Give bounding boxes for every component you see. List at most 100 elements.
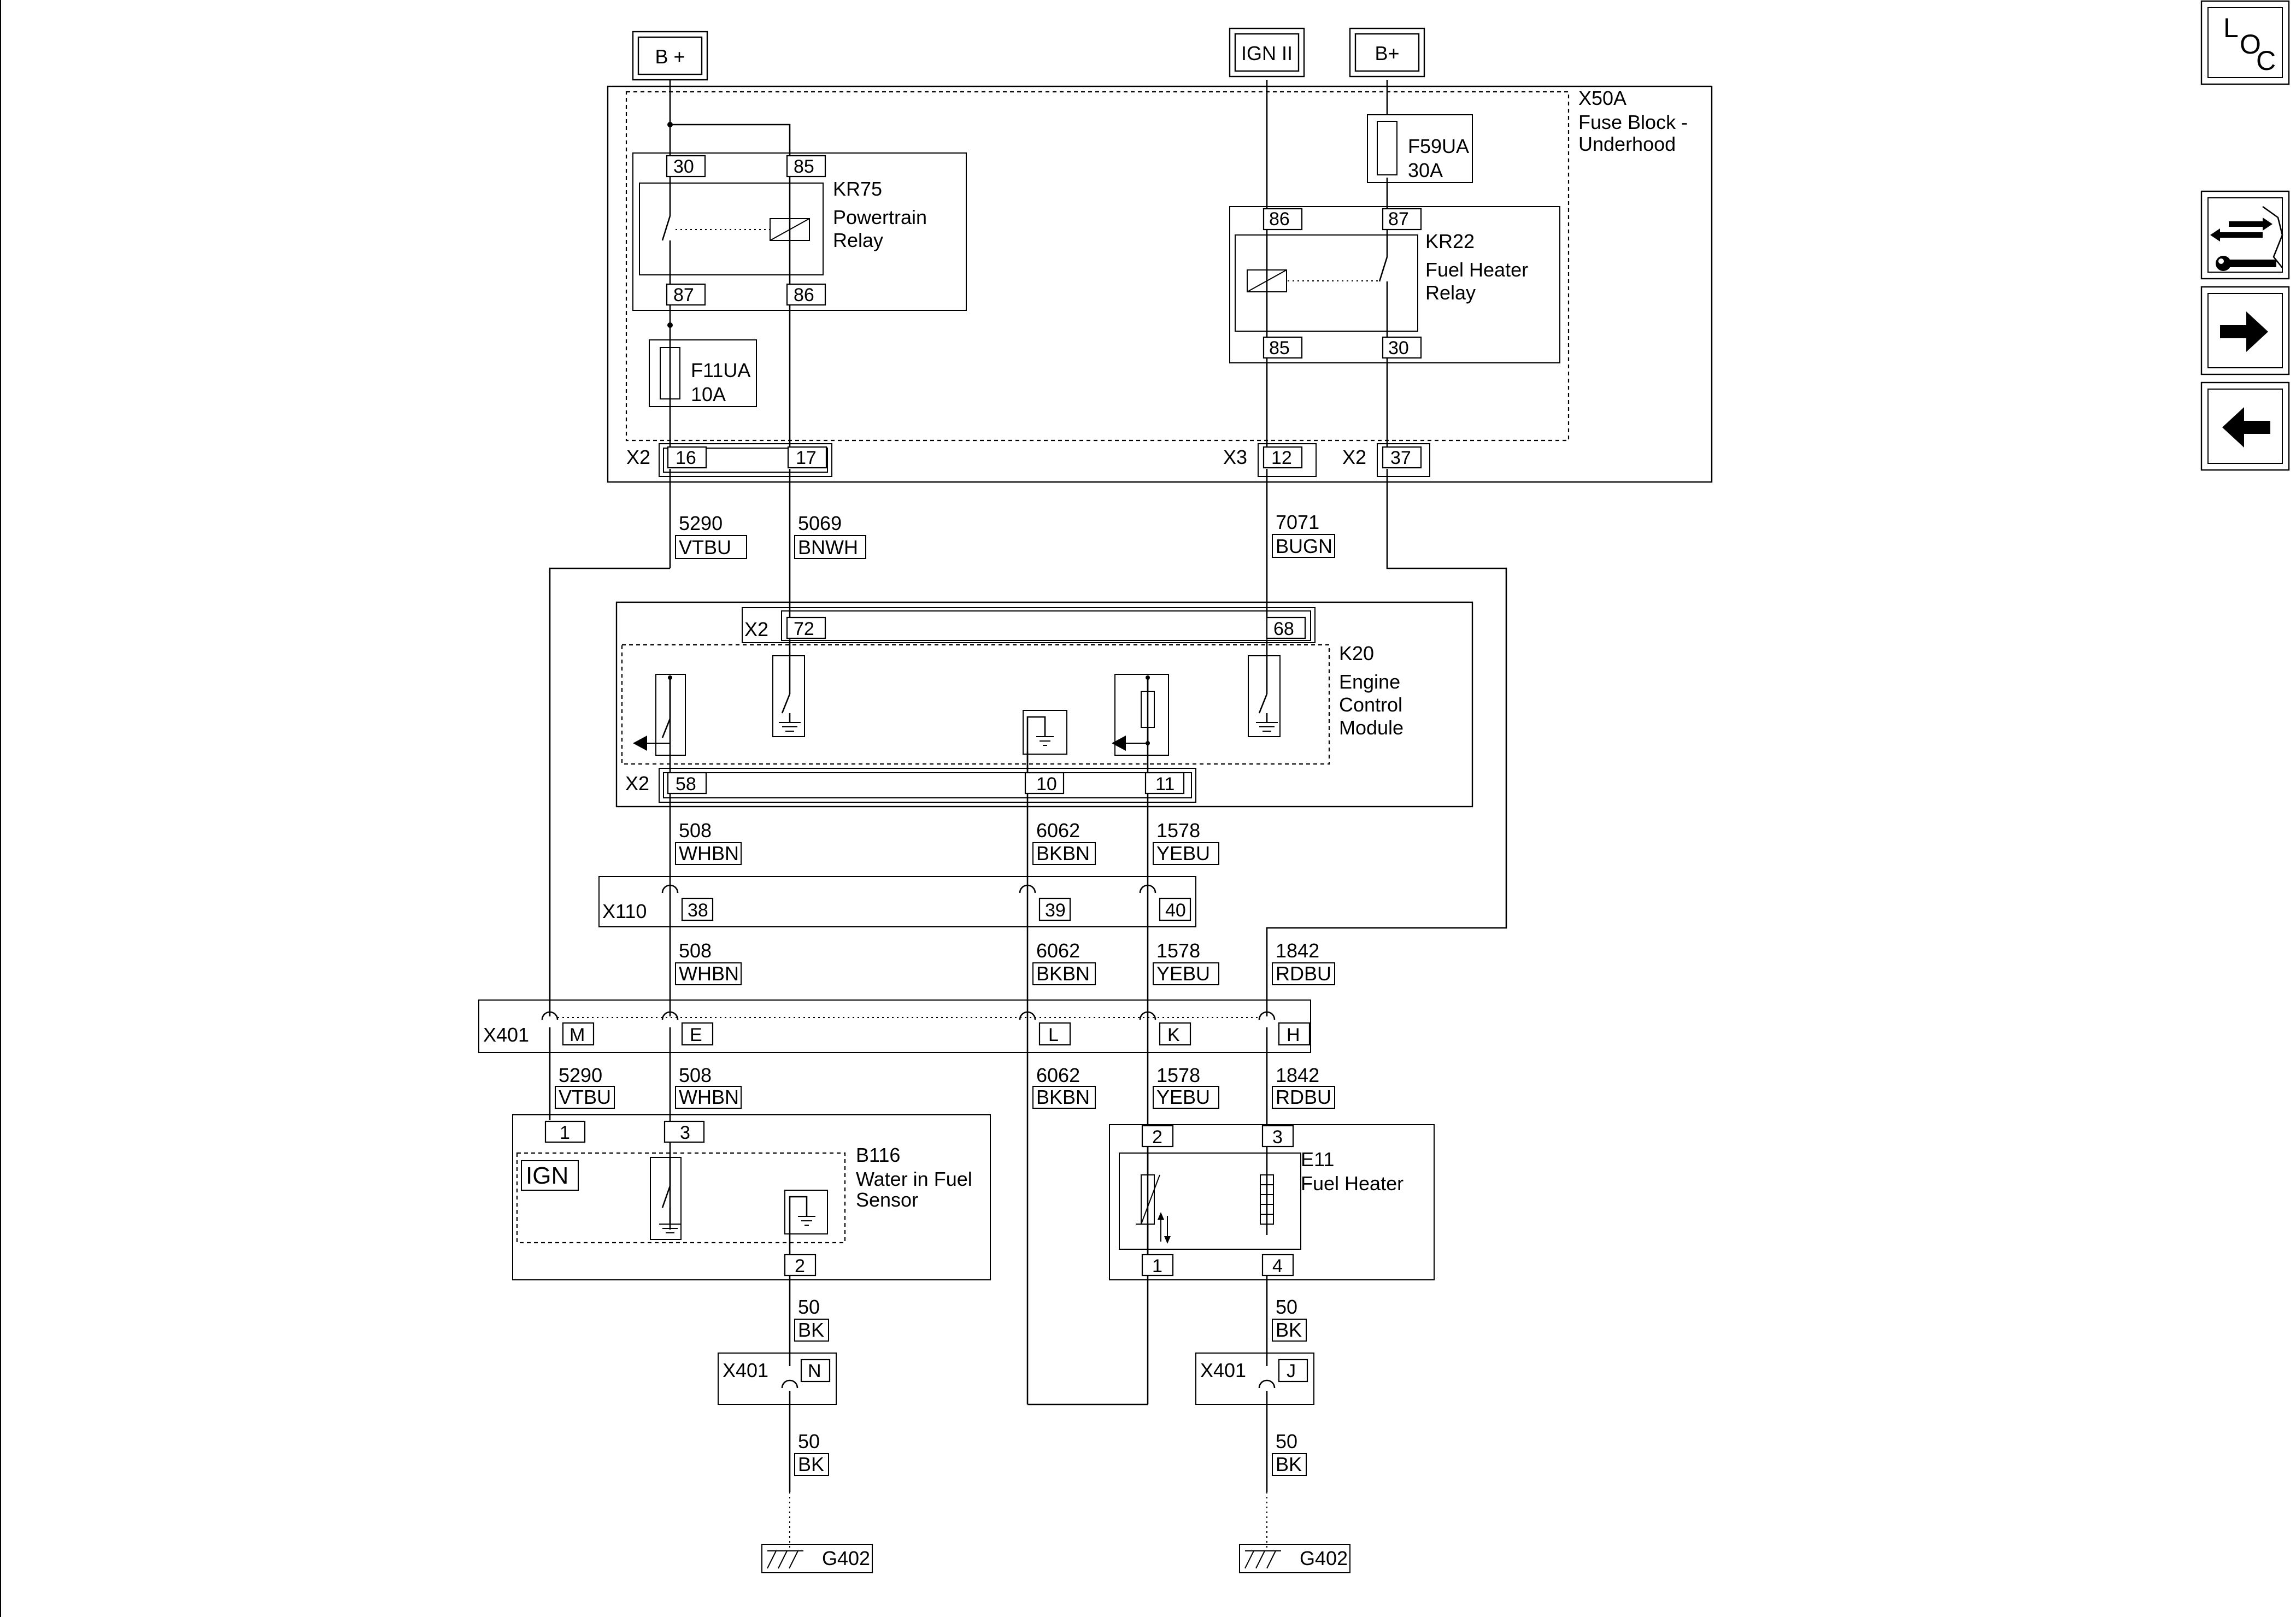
ecm-pin-58: 58 [676, 774, 696, 795]
kr75-pin-85: 85 [794, 156, 814, 177]
ecm-pin-10: 10 [1036, 774, 1057, 795]
svg-text:1578: 1578 [1156, 1064, 1200, 1086]
x50a-pin-16: 16 [676, 448, 696, 468]
ground-g402-left: G402 [761, 1544, 873, 1573]
fuse-block-name-2: Underhood [1578, 133, 1676, 155]
wire-label-1578-c: 1578 YEBU [1153, 1064, 1219, 1109]
svg-text:VTBU: VTBU [679, 536, 731, 558]
svg-text:WHBN: WHBN [679, 1086, 739, 1108]
kr75-id: KR75 [833, 178, 882, 200]
svg-text:5069: 5069 [798, 512, 842, 534]
ecm-pin-11: 11 [1155, 774, 1175, 795]
connector-x401-n: X401 N [718, 1353, 837, 1405]
svg-text:BK: BK [798, 1319, 824, 1341]
x401-n-id: X401 [723, 1359, 768, 1381]
wire-label-508-b: 508 WHBN [675, 939, 742, 985]
svg-text:BKBN: BKBN [1036, 1086, 1090, 1108]
next-page-button[interactable] [2200, 286, 2290, 375]
kr75-pin-30: 30 [673, 156, 694, 177]
e11-thermistor-icon [1136, 1174, 1171, 1255]
bplus-left-label: B + [655, 45, 685, 68]
power-source-bplus-right: B+ [1349, 27, 1425, 78]
svg-text:1578: 1578 [1156, 819, 1200, 842]
ground-left-label: G402 [822, 1547, 870, 1569]
svg-text:508: 508 [679, 1064, 712, 1086]
wire-label-50-right-b: 50 BK [1272, 1430, 1307, 1476]
x50a-conn-left-label: X2 [626, 446, 650, 468]
svg-text:508: 508 [679, 819, 712, 842]
x50a-conn-mid-label: X3 [1223, 446, 1247, 468]
e11-id: E11 [1301, 1148, 1334, 1171]
x50a-pin-12: 12 [1271, 448, 1292, 468]
wire-label-1842-b: 1842 RDBU [1272, 1064, 1335, 1109]
e11-name-1: Fuel Heater [1301, 1172, 1404, 1195]
x401-n-pin: N [808, 1361, 821, 1381]
wire-label-1842-a: 1842 RDBU [1272, 939, 1335, 985]
wire-label-6062-a: 6062 BKBN [1032, 819, 1096, 865]
b116-pin-1: 1 [560, 1122, 570, 1143]
f11ua-id: F11UA [691, 359, 750, 381]
previous-page-button[interactable] [2200, 381, 2290, 471]
wire-label-7071: 7071 BUGN [1272, 511, 1335, 558]
wire-label-5290-b: 5290 VTBU [555, 1064, 615, 1109]
x50a-pin-37: 37 [1390, 448, 1411, 468]
b116-name-1: Water in Fuel [856, 1168, 972, 1190]
e11-pin-4: 4 [1272, 1256, 1283, 1277]
b116-id: B116 [856, 1144, 900, 1166]
wire-label-50-left-a: 50 BK [794, 1296, 829, 1342]
b116-switch [650, 1157, 682, 1240]
power-source-bplus-left: B + [632, 31, 708, 81]
b116-pin-2: 2 [795, 1256, 805, 1277]
loc-letter-c: C [2256, 45, 2276, 76]
wire-label-5290-top: 5290 VTBU [675, 512, 747, 559]
connector-x401: X401 M E L K H [478, 999, 1311, 1053]
kr75-name-1: Powertrain [833, 206, 927, 228]
f11ua-rating: 10A [691, 383, 726, 405]
fuse-block-x50a: X50A Fuse Block - Underhood 30 85 87 86 … [607, 85, 1713, 483]
svg-text:RDBU: RDBU [1276, 1086, 1331, 1108]
svg-text:BK: BK [1276, 1319, 1302, 1341]
ign2-label: IGN II [1241, 42, 1293, 64]
svg-text:VTBU: VTBU [559, 1086, 611, 1108]
svg-text:5290: 5290 [679, 512, 723, 534]
ground-g402-right: G402 [1239, 1544, 1350, 1573]
kr22-name-1: Fuel Heater [1425, 258, 1528, 281]
svg-text:BKBN: BKBN [1036, 962, 1090, 985]
svg-text:WHBN: WHBN [679, 842, 739, 865]
connector-x401-j: X401 J [1195, 1353, 1314, 1405]
ecm-ground-switch-68 [1248, 655, 1281, 737]
kr75-pin-87: 87 [673, 285, 694, 305]
x110-pin-38: 38 [688, 900, 708, 921]
b116-ground [784, 1190, 828, 1255]
x50a-connector-x2-right: X2 37 [1342, 443, 1430, 477]
svg-text:BUGN: BUGN [1276, 535, 1332, 557]
x401-pin-h: H [1287, 1025, 1300, 1045]
kr22-pin-86: 86 [1269, 209, 1290, 230]
kr75-name-2: Relay [833, 229, 883, 251]
x50a-conn-right-label: X2 [1342, 446, 1366, 468]
svg-text:5290: 5290 [559, 1064, 602, 1086]
bplus-right-label: B+ [1375, 42, 1399, 64]
sensor-b116: 1 3 2 IGN B116 Water in Fuel Sensor [512, 1114, 991, 1280]
ecm-name-2: Control [1339, 693, 1402, 716]
b116-name-2: Sensor [856, 1189, 918, 1211]
heater-e11: 2 3 1 4 E11 Fuel Heater [1109, 1124, 1435, 1280]
svg-text:BK: BK [1276, 1453, 1302, 1475]
ecm-ground-switch-72 [772, 655, 805, 737]
wire-label-6062-b: 6062 BKBN [1032, 939, 1096, 985]
ecm-name-3: Module [1339, 716, 1404, 739]
svg-text:6062: 6062 [1036, 939, 1080, 962]
x401-pin-k: K [1167, 1025, 1180, 1045]
kr22-id: KR22 [1425, 230, 1475, 252]
connector-view-button[interactable] [2200, 190, 2290, 280]
ecm-pin-68: 68 [1273, 619, 1294, 639]
ecm-pin-72: 72 [794, 619, 814, 639]
ecm-name-1: Engine [1339, 671, 1400, 693]
ecm-pullup-resistor-11 [1112, 674, 1169, 756]
relay-kr22: 86 87 85 30 KR22 Fuel Heater Relay [1229, 206, 1560, 363]
loc-button[interactable]: L O C [2200, 0, 2290, 85]
wire-label-6062-c: 6062 BKBN [1032, 1064, 1096, 1109]
wire-label-5069: 5069 BNWH [794, 512, 866, 559]
wire-label-508-c: 508 WHBN [675, 1064, 742, 1109]
fuse-f11ua: F11UA 10A [649, 339, 757, 407]
